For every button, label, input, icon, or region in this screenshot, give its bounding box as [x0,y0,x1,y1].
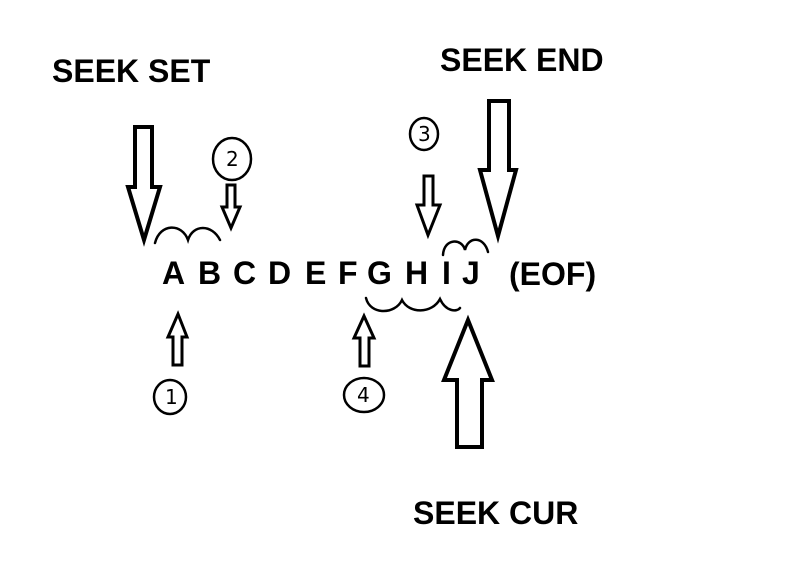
marker-2-number: 2 [226,147,239,171]
marker-3-number: 3 [418,122,431,146]
seek-set-arrow [125,125,163,247]
seek-cur-arrow [441,314,495,449]
letter-h: H [405,255,429,291]
seek-end-arrow [477,99,519,244]
marker-3-circle [408,116,440,152]
seek-end-label: SEEK END [440,42,604,78]
marker-2-arrow [219,183,243,232]
letter-j: J [462,255,480,291]
bracket-ij [441,238,490,257]
marker-1-circle [152,378,188,416]
seek-cur-label: SEEK CUR [413,495,579,531]
marker-3-arrow [414,174,443,240]
seek-set-label: SEEK SET [52,53,211,89]
letter-c: C [233,255,257,291]
letter-a: A [162,255,186,291]
letter-d: D [268,255,292,291]
marker-1-arrow [165,310,190,367]
marker-1-number: 1 [165,385,178,409]
letter-f: F [338,255,358,291]
bracket-gi [364,296,462,313]
letter-e: E [305,255,327,291]
bracket-ab [153,226,222,245]
letter-b: B [198,255,222,291]
marker-4-circle [342,376,386,414]
marker-4-arrow [351,312,377,368]
letter-g: G [367,255,392,291]
eof-label: (EOF) [509,256,597,292]
marker-2-circle [211,136,253,182]
letter-i: I [442,255,451,291]
marker-4-number: 4 [357,383,370,407]
